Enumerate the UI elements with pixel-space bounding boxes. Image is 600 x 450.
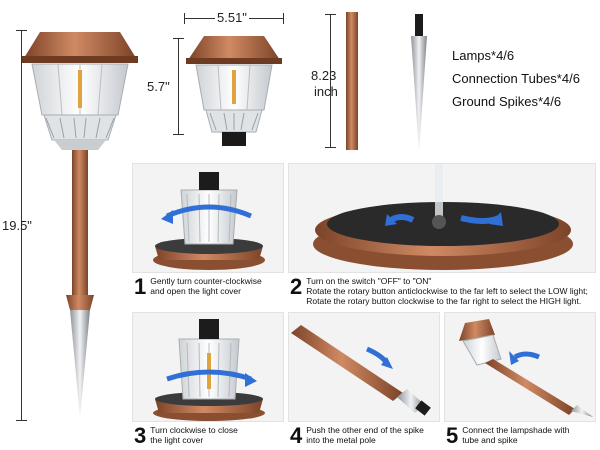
step-5-image: [444, 312, 596, 422]
width-head-label: 5.51": [215, 10, 249, 25]
step-4-caption: 4 Push the other end of the spike into t…: [290, 423, 424, 448]
step-3-number: 3: [134, 423, 147, 448]
step-1-number: 1: [134, 274, 147, 299]
step-3-caption: 3 Turn clockwise to close the light cove…: [134, 423, 238, 448]
step-2-caption: 2 Turn on the switch "OFF" to "ON" Rotat…: [290, 274, 588, 307]
contents-lamps: Lamps*4/6: [452, 48, 515, 63]
ground-spike-illustration: [404, 14, 434, 154]
connection-tube-illustration: [342, 12, 362, 152]
height-total-label: 19.5": [2, 218, 32, 233]
step-2-number: 2: [290, 274, 303, 299]
height-head-label: 5.7": [147, 79, 170, 94]
contents-tubes: Connection Tubes*4/6: [452, 71, 580, 86]
full-light-illustration: [20, 20, 140, 420]
head-height-dimension-line: [178, 38, 179, 134]
step-1-caption: 1 Gently turn counter-clockwise and open…: [134, 274, 262, 299]
tube-length-label: 8.23: [311, 68, 337, 83]
tube-unit-label: inch: [314, 84, 338, 99]
step-4-number: 4: [290, 423, 303, 448]
step-1-image: [132, 163, 284, 273]
step-5-number: 5: [446, 423, 459, 448]
height-dimension-line: [21, 30, 22, 420]
contents-spikes: Ground Spikes*4/6: [452, 94, 562, 109]
step-2-image: [288, 163, 596, 273]
step-5-caption: 5 Connect the lampshade with tube and sp…: [446, 423, 570, 448]
lamp-head-illustration: [184, 30, 284, 150]
tube-dimension-line: [330, 14, 331, 147]
package-contents: Lamps*4/6 Connection Tubes*4/6 Ground Sp…: [452, 44, 580, 113]
step-3-image: [132, 312, 284, 422]
step-4-image: [288, 312, 440, 422]
